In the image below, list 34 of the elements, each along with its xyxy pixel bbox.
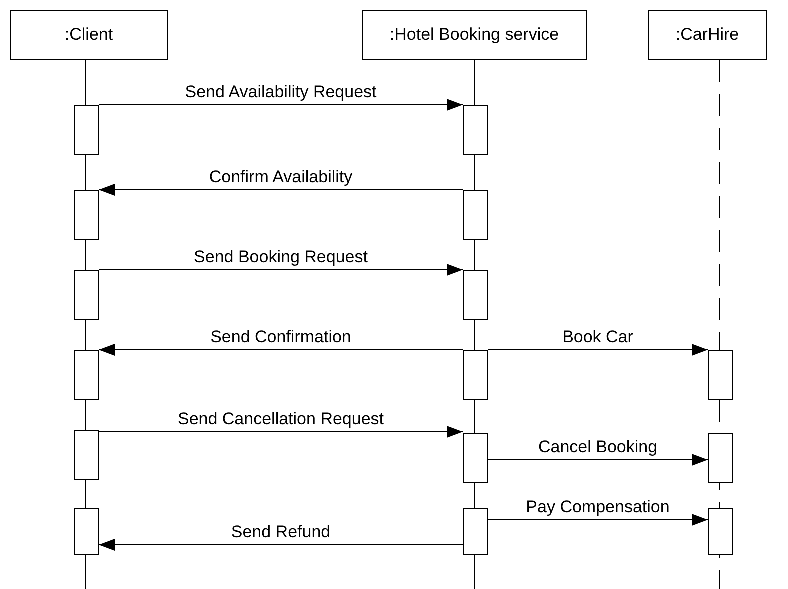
- message-arrow: [98, 539, 464, 551]
- lifeline-head: [10, 10, 168, 60]
- participant-name: :Client: [64, 25, 114, 45]
- participant-name: :Hotel Booking service: [390, 25, 560, 45]
- edge-label: Send Cancellation Request: [176, 409, 386, 429]
- message-arrow: [488, 344, 708, 356]
- activation-bar: [463, 433, 488, 483]
- lifeline-head: [362, 10, 587, 60]
- edge-label: Confirm Availability: [207, 167, 355, 187]
- activation-bar: [463, 270, 488, 320]
- activation-bar: [708, 350, 733, 400]
- lifeline-head: [648, 10, 767, 60]
- edge-label: Send Booking Request: [192, 247, 370, 267]
- message-arrow: [98, 344, 464, 356]
- message-arrow: [98, 426, 464, 438]
- activation-bar: [74, 508, 99, 555]
- message-arrow: [98, 99, 464, 111]
- activation-bar: [74, 430, 99, 480]
- activation-bar: [74, 105, 99, 155]
- message-arrow: [488, 514, 708, 526]
- activation-bar: [708, 508, 733, 555]
- message-arrow: [98, 184, 464, 196]
- activation-bar: [463, 190, 488, 240]
- edge-label: Send Availability Request: [183, 82, 379, 102]
- activation-bar: [463, 508, 488, 555]
- activation-bar: [708, 433, 733, 483]
- activation-bar: [463, 105, 488, 155]
- activation-bar: [463, 350, 488, 400]
- activation-bar: [74, 270, 99, 320]
- message-arrow: [488, 454, 708, 466]
- message-arrow: [98, 264, 464, 276]
- participant-name: :CarHire: [676, 25, 740, 45]
- activation-bar: [74, 190, 99, 240]
- activation-bar: [74, 350, 99, 400]
